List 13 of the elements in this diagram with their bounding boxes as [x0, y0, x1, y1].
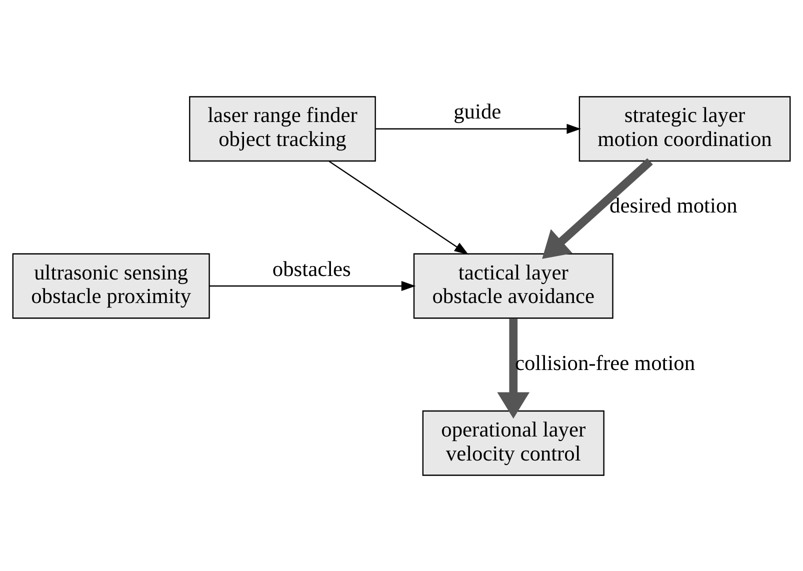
node-box: ultrasonic sensing obstacle proximity [12, 252, 210, 318]
node-box: operational layer velocity control [422, 410, 604, 476]
arrow [542, 158, 653, 258]
arrow [376, 123, 581, 134]
node-box: tactical layer obstacle avoidance [413, 252, 614, 318]
arrow [497, 318, 530, 418]
arrow [210, 280, 416, 290]
node-box: laser range finder object tracking [189, 96, 376, 162]
node-box: strategic layer motion coordination [578, 96, 791, 162]
edge-label: desired motion [610, 193, 738, 218]
arrow [328, 160, 469, 254]
edge-label: obstacles [272, 256, 351, 280]
edge-label: guide [454, 99, 502, 124]
